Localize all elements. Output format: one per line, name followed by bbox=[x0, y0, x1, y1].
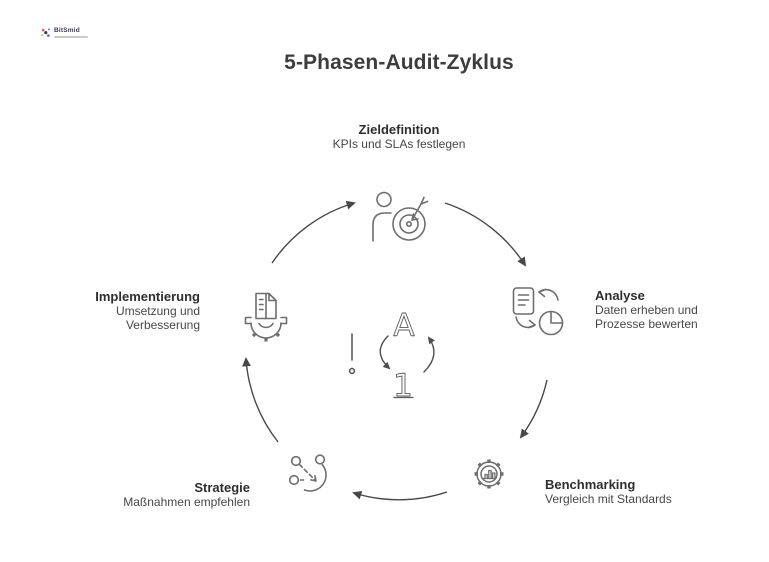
gear-document-icon bbox=[244, 292, 288, 342]
logo-sparkle-icon bbox=[41, 28, 50, 37]
phase-title: Strategie bbox=[194, 480, 250, 495]
page-title: 5-Phasen-Audit-Zyklus bbox=[284, 51, 514, 74]
phase-desc: Daten erheben und bbox=[595, 303, 698, 317]
gear-bar-chart-icon bbox=[474, 459, 504, 489]
center-cycle-arrow-right bbox=[423, 336, 435, 373]
phase-title: Zieldefinition bbox=[358, 122, 440, 137]
phase-desc: Maßnahmen empfehlen bbox=[123, 495, 250, 509]
a-to-1-cycle-icon: A 1 bbox=[348, 308, 435, 404]
strategy-nodes-arrow-icon bbox=[288, 454, 327, 492]
phase-desc: Prozesse bewerten bbox=[595, 317, 698, 331]
phase-title: Benchmarking bbox=[545, 477, 636, 492]
phase-title: Analyse bbox=[595, 288, 645, 303]
phase-desc: Verbesserung bbox=[125, 318, 200, 332]
cycle-arrows bbox=[242, 200, 548, 501]
arrow-benchmarking-to-strategie bbox=[352, 490, 448, 501]
phase-label-strategie: Strategie Maßnahmen empfehlen bbox=[123, 480, 250, 509]
arrow-implementierung-to-zieldefinition bbox=[271, 200, 356, 264]
digit-1-glyph: 1 bbox=[393, 368, 413, 404]
arrow-zieldefinition-to-analyse bbox=[444, 202, 527, 267]
arrow-strategie-to-implementierung bbox=[242, 357, 279, 443]
center-cycle-arrow-left bbox=[379, 335, 391, 370]
arrow-analyse-to-benchmarking bbox=[519, 379, 548, 439]
phase-label-zieldefinition: Zieldefinition KPIs und SLAs festlegen bbox=[333, 122, 466, 151]
exclamation-dot bbox=[348, 367, 356, 375]
phase-label-implementierung: Implementierung Umsetzung und Verbesseru… bbox=[95, 289, 200, 332]
logo: BitSmid bbox=[40, 27, 88, 39]
person-target-icon bbox=[372, 191, 429, 242]
letter-a-glyph: A bbox=[393, 308, 414, 344]
phase-title: Implementierung bbox=[95, 289, 200, 304]
logo-tagline-bar bbox=[54, 35, 88, 38]
phase-label-benchmarking: Benchmarking Vergleich mit Standards bbox=[545, 477, 672, 506]
phase-label-analyse: Analyse Daten erheben und Prozesse bewer… bbox=[595, 288, 698, 331]
phase-desc: Vergleich mit Standards bbox=[545, 492, 672, 506]
phase-desc: KPIs und SLAs festlegen bbox=[332, 137, 466, 151]
logo-text: BitSmid bbox=[54, 27, 80, 34]
document-arrows-pie-icon bbox=[512, 287, 564, 336]
phase-desc: Umsetzung und bbox=[115, 304, 200, 318]
